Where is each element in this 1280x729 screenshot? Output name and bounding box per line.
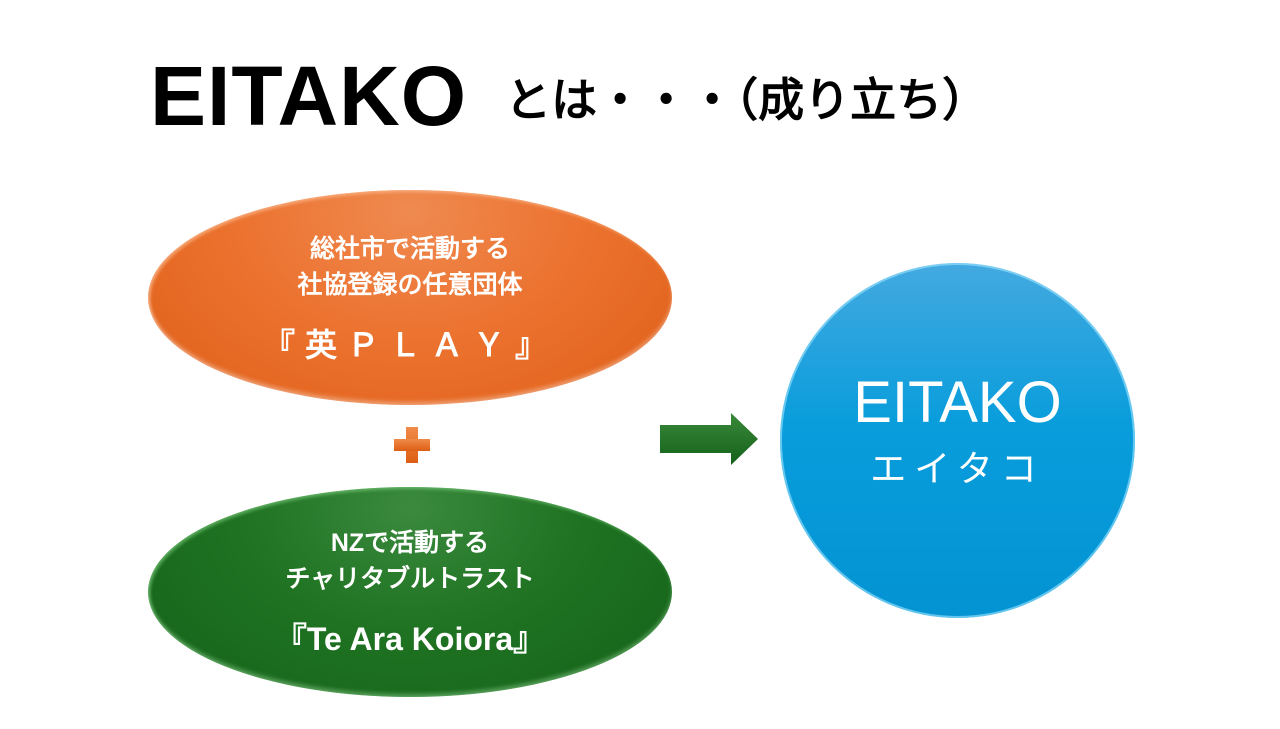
te-ara-koiora-ellipse: NZで活動する チャリタブルトラスト 『Te Ara Koiora』	[148, 487, 672, 697]
eiplay-ellipse: 総社市で活動する 社協登録の任意団体 『英ＰＬＡＹ』	[148, 190, 672, 405]
eitako-reading: エイタコ	[870, 447, 1045, 489]
eiplay-line2: 社協登録の任意団体	[297, 270, 523, 299]
eiplay-line1: 総社市で活動する	[309, 234, 510, 263]
title-main: EITAKO	[150, 49, 468, 143]
slide-title: EITAKO とは・・・（成り立ち）	[150, 48, 988, 145]
arrow-right-icon	[660, 413, 758, 465]
eitako-name: EITAKO	[853, 369, 1062, 435]
te-ara-line1: NZで活動する	[330, 529, 490, 557]
plus-icon	[394, 427, 430, 463]
te-ara-line2: チャリタブルトラスト	[285, 565, 535, 593]
title-sub: とは・・・（成り立ち）	[505, 73, 989, 126]
te-ara-name: 『Te Ara Koiora』	[274, 621, 546, 657]
eiplay-name: 『英ＰＬＡＹ』	[262, 326, 557, 363]
eitako-circle: EITAKO エイタコ	[780, 263, 1135, 618]
